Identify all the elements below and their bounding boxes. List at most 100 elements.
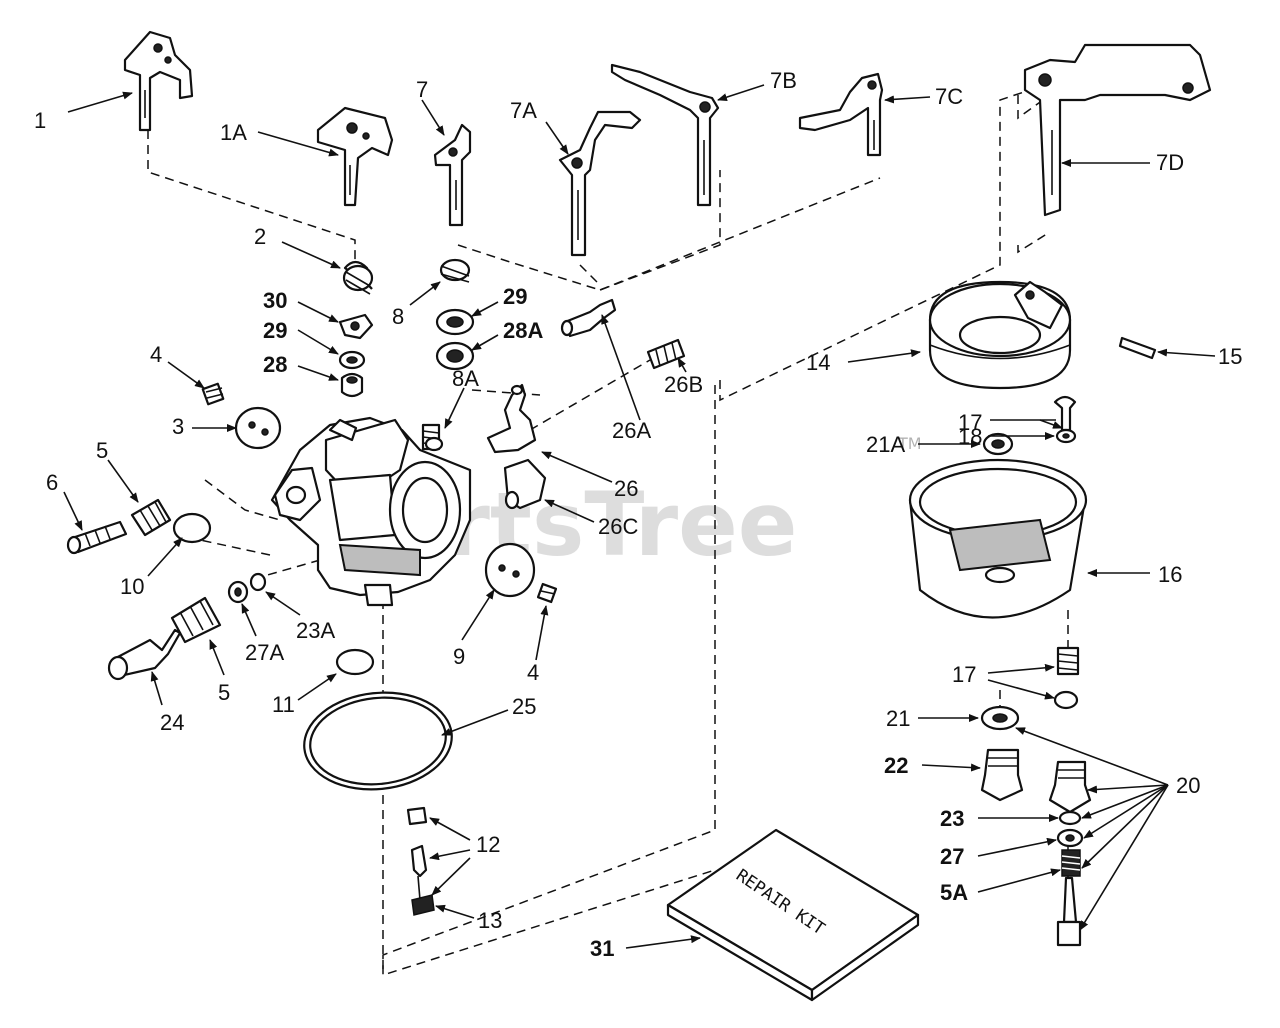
callout-26a: 26A (612, 418, 651, 443)
callout-27a: 27A (245, 640, 284, 665)
callout-29-left: 29 (263, 318, 287, 343)
part-23-oring (1058, 810, 1082, 826)
callout-21a: 21A (866, 432, 905, 457)
callout-7a: 7A (510, 98, 537, 123)
callout-25: 25 (512, 694, 536, 719)
part-28a-bushing (435, 341, 475, 371)
part-3-plate (234, 406, 282, 450)
callout-17-bottom: 17 (952, 662, 976, 687)
callout-13: 13 (478, 908, 502, 933)
part-29-washer-left (338, 350, 366, 370)
part-18-washer (1055, 428, 1077, 444)
callout-20: 20 (1176, 773, 1200, 798)
callout-7b: 7B (770, 68, 797, 93)
callout-labels: 1 1A 7 7A 7B 7C 7D 2 8 30 29 28 29 28A 4… (34, 68, 1242, 961)
part-16-float-bowl (908, 458, 1088, 619)
callout-26c: 26C (598, 514, 638, 539)
carburetor-body (270, 416, 472, 607)
callout-22: 22 (884, 753, 908, 778)
part-26b-fitting (646, 338, 686, 370)
callout-6: 6 (46, 470, 58, 495)
part-13-clip (411, 894, 435, 916)
part-26-fitting (486, 383, 537, 454)
callout-26: 26 (614, 476, 638, 501)
callout-8: 8 (392, 304, 404, 329)
callout-18: 18 (958, 424, 982, 449)
part-25-gasket (303, 691, 453, 791)
callout-23a: 23A (296, 618, 335, 643)
part-7a-throttle-shaft (558, 110, 642, 257)
callout-12: 12 (476, 832, 500, 857)
part-7c-throttle-shaft (798, 72, 884, 157)
part-20-nut (1048, 760, 1092, 814)
watermark-tm: TM (897, 434, 922, 453)
callout-8a: 8A (452, 366, 479, 391)
part-22-nut (980, 748, 1024, 802)
callout-16: 16 (1158, 562, 1182, 587)
part-21a-washer (982, 432, 1014, 456)
callout-4-top: 4 (150, 342, 162, 367)
part-5a-spring (1061, 849, 1081, 877)
part-27-washer (1056, 828, 1084, 848)
callout-26b: 26B (664, 372, 703, 397)
part-17-spring (1053, 646, 1080, 710)
callout-14: 14 (806, 350, 830, 375)
part-1a-throttle-shaft (316, 106, 394, 207)
callout-15: 15 (1218, 344, 1242, 369)
callout-2: 2 (254, 224, 266, 249)
part-30-lever (338, 313, 374, 340)
callout-23: 23 (940, 806, 964, 831)
callout-7d: 7D (1156, 150, 1184, 175)
part-24-needle (107, 628, 182, 681)
callout-17-top: 17 (958, 410, 982, 435)
part-28-bushing (340, 372, 364, 398)
callout-1a: 1A (220, 120, 247, 145)
part-10-plug (172, 512, 212, 544)
part-6-screw (66, 520, 128, 555)
part-31-repair-kit: REPAIR KIT (666, 828, 920, 1002)
callout-21: 21 (886, 706, 910, 731)
callout-27: 27 (940, 844, 964, 869)
callout-5a: 5A (940, 880, 968, 905)
part-21-washer (980, 705, 1020, 731)
part-11-plug (335, 648, 375, 676)
callout-30: 30 (263, 288, 287, 313)
part-23a-oring (249, 572, 267, 592)
callout-11: 11 (272, 692, 295, 717)
callout-3: 3 (172, 414, 184, 439)
callout-29-right: 29 (503, 284, 527, 309)
assembly-guides (147, 89, 1069, 977)
part-29-washer-right (435, 308, 475, 336)
part-26c-elbow (503, 458, 547, 510)
part-9-plate (484, 542, 536, 598)
callout-24: 24 (160, 710, 184, 735)
callout-31: 31 (590, 936, 614, 961)
callout-7: 7 (416, 77, 428, 102)
part-15-pin (1118, 336, 1157, 360)
part-20-needle (1056, 876, 1082, 947)
part-17-float-pin (1053, 395, 1077, 432)
part-27a-washer (227, 580, 249, 604)
part-4-plug-bottom (536, 582, 558, 604)
part-8-spring (439, 258, 471, 283)
part-4-plug-top (201, 382, 225, 406)
callout-10: 10 (120, 574, 144, 599)
callout-1: 1 (34, 108, 46, 133)
part-12-needle-seat (406, 806, 428, 901)
part-7-throttle-shaft (433, 123, 472, 227)
callout-5-upper: 5 (96, 438, 108, 463)
part-1-throttle-shaft (123, 30, 194, 132)
callout-28: 28 (263, 352, 287, 377)
part-5-spring-upper (130, 498, 172, 537)
part-7b-throttle-shaft (610, 63, 720, 207)
callout-28a: 28A (503, 318, 543, 343)
part-7d-throttle-shaft (1023, 43, 1212, 217)
leader-lines (63, 84, 1216, 949)
part-2-spring (342, 260, 374, 295)
part-14-float (928, 280, 1072, 390)
callout-9: 9 (453, 644, 465, 669)
part-26a-elbow (560, 298, 617, 338)
callout-5-lower: 5 (218, 680, 230, 705)
